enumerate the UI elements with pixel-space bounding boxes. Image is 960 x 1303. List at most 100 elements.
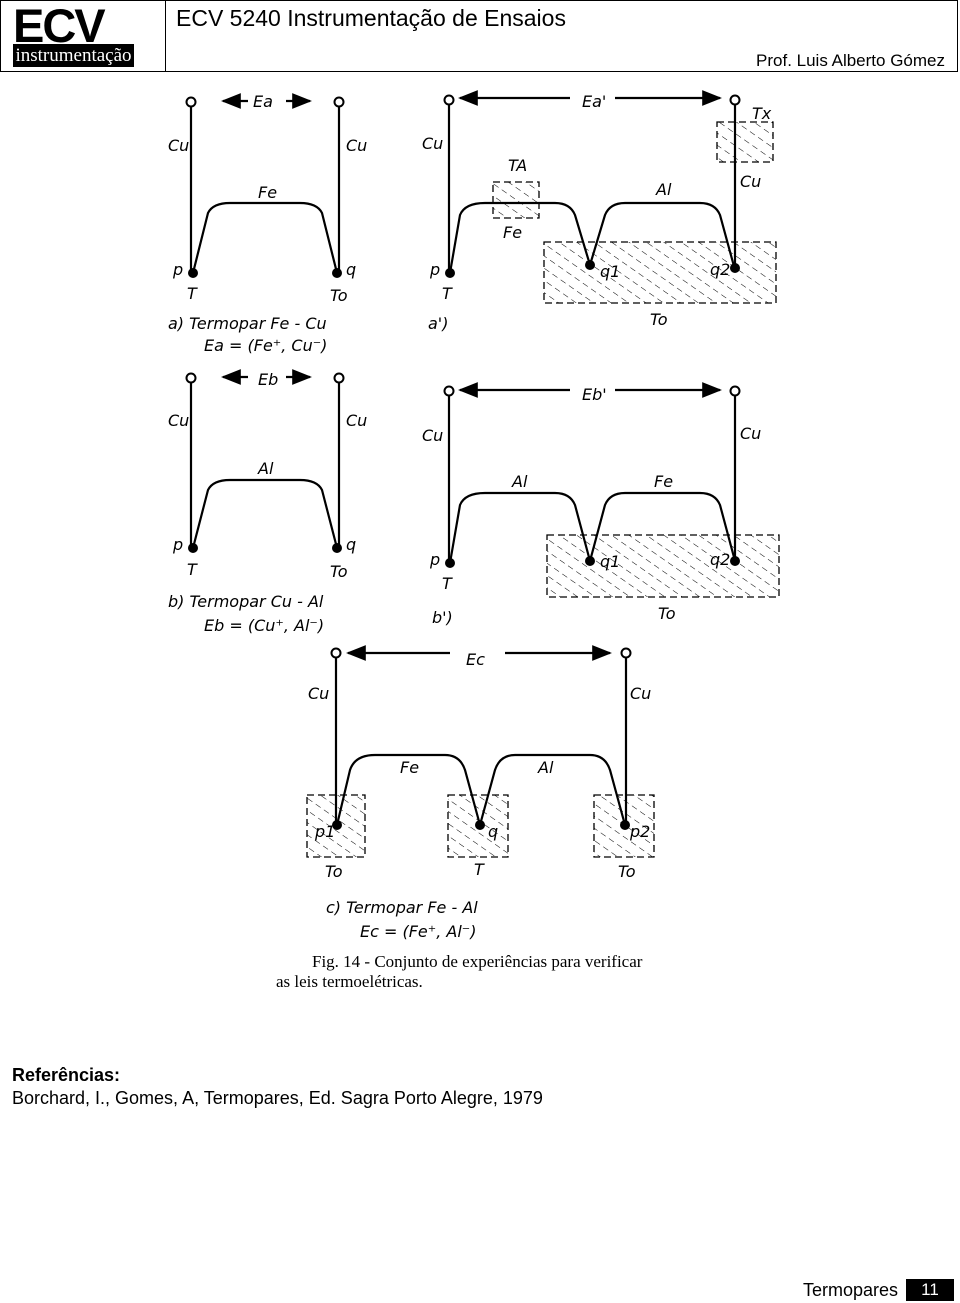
label-a-wire-right: Cu	[346, 136, 367, 155]
bath-box-ta	[492, 181, 540, 219]
author-name: Prof. Luis Alberto Gómez	[756, 51, 945, 70]
label-b-prime-arch2: Fe	[654, 472, 673, 491]
junction-a-prime-p	[445, 268, 455, 278]
label-b-prime-wire-left: Cu	[422, 426, 443, 445]
label-a-prime-emf: Ea'	[582, 92, 606, 111]
label-b-wire-right: Cu	[346, 411, 367, 430]
diagram-b	[189, 369, 341, 550]
bath-box-to-a-prime	[543, 241, 777, 304]
label-a-prime-box-ta: TA	[508, 156, 527, 175]
label-a-prime-q1: q1	[600, 262, 620, 281]
junction-b-p	[188, 543, 198, 553]
figure-caption-line1: Fig. 14 - Conjunto de experiências para …	[312, 952, 643, 971]
label-b-prime-temp-left: T	[442, 574, 453, 593]
references-title: Referências:	[12, 1065, 121, 1085]
label-a-prime-temp-left: T	[442, 284, 453, 303]
label-a-arch: Fe	[258, 183, 277, 202]
junction-a-p	[188, 268, 198, 278]
label-b-prime-arch1: Al	[511, 472, 528, 491]
label-a-prime-bath-temp: To	[650, 310, 668, 329]
label-a-prime-q2: q2	[710, 260, 730, 279]
label-a-temp-right: To	[330, 286, 348, 305]
terminal-c-right	[620, 647, 632, 659]
terminal-a-prime-left	[443, 94, 455, 106]
label-a-wire-left: Cu	[168, 136, 189, 155]
label-c-temp-mid: T	[474, 860, 485, 879]
label-b-prime-emf: Eb'	[582, 385, 607, 404]
junction-b-q	[332, 543, 342, 553]
label-c-p2: p2	[629, 822, 650, 841]
label-c-temp-right: To	[618, 862, 636, 881]
label-b-prime-p: p	[429, 550, 440, 569]
terminal-a-left	[185, 96, 197, 108]
label-a-prime-p: p	[429, 260, 440, 279]
logo-subtext: instrumentação	[13, 44, 134, 67]
label-b-temp-right: To	[330, 562, 348, 581]
caption-b-line2: Eb = (Cu⁺, Al⁻)	[204, 616, 324, 635]
thermocouple-figure: Ea Cu Cu Fe p q T To a) Termopar Fe - Cu…	[168, 90, 780, 991]
label-c-arch2: Al	[537, 758, 554, 777]
label-c-wire-left: Cu	[308, 684, 329, 703]
label-c-emf: Ec	[466, 650, 485, 669]
terminal-a-right	[333, 96, 345, 108]
label-a-prime-box-tx: Tx	[752, 104, 772, 123]
page-header: ECV instrumentação ECV 5240 Instrumentaç…	[0, 0, 958, 72]
caption-a-prime: a')	[428, 314, 448, 333]
bath-box-to-b-prime	[546, 534, 780, 598]
terminal-b-prime-right	[729, 385, 741, 397]
caption-a-line2: Ea = (Fe⁺, Cu⁻)	[204, 336, 327, 355]
label-b-prime-q1: q1	[600, 552, 620, 571]
label-c-p1: p1	[314, 822, 335, 841]
label-b-q: q	[346, 535, 356, 554]
ecv-logo: ECV instrumentação	[1, 1, 166, 71]
label-c-temp-left: To	[325, 862, 343, 881]
terminal-b-left	[185, 372, 197, 384]
junction-c-p1	[332, 820, 342, 830]
caption-b-line1: b) Termopar Cu - Al	[168, 592, 324, 611]
junction-c-p2	[620, 820, 630, 830]
label-c-wire-right: Cu	[630, 684, 651, 703]
caption-a-line1: a) Termopar Fe - Cu	[168, 314, 327, 333]
label-a-temp-left: T	[187, 284, 198, 303]
label-a-prime-arch2: Al	[655, 180, 672, 199]
label-b-arch: Al	[257, 459, 274, 478]
terminal-b-right	[333, 372, 345, 384]
label-a-prime-wire-left: Cu	[422, 134, 443, 153]
label-a-prime-arch1: Fe	[503, 223, 522, 242]
reference-entry: Borchard, I., Gomes, A, Termopares, Ed. …	[12, 1088, 543, 1108]
junction-c-q	[475, 820, 485, 830]
junction-a-prime-q2	[730, 263, 740, 273]
label-b-temp-left: T	[187, 560, 198, 579]
label-a-p: p	[172, 260, 183, 279]
caption-c-line2: Ec = (Fe⁺, Al⁻)	[360, 922, 476, 941]
label-a-emf: Ea	[253, 92, 273, 111]
logo-text: ECV	[13, 0, 106, 52]
course-title: ECV 5240 Instrumentação de Ensaios	[176, 5, 566, 31]
junction-b-prime-p	[445, 558, 455, 568]
page-number: 11	[906, 1279, 954, 1301]
label-b-p: p	[172, 535, 183, 554]
junction-a-prime-q1	[585, 260, 595, 270]
terminal-a-prime-right	[729, 94, 741, 106]
bath-box-tx	[716, 121, 774, 163]
label-b-prime-bath-temp: To	[658, 604, 676, 623]
caption-c-line1: c) Termopar Fe - Al	[326, 898, 478, 917]
page-footer: Termopares 11	[803, 1279, 954, 1301]
label-b-wire-left: Cu	[168, 411, 189, 430]
label-b-prime-q2: q2	[710, 550, 730, 569]
junction-a-q	[332, 268, 342, 278]
terminal-b-prime-left	[443, 385, 455, 397]
caption-b-prime: b')	[432, 608, 453, 627]
label-b-emf: Eb	[258, 370, 278, 389]
footer-label: Termopares	[802, 1279, 898, 1300]
label-a-q: q	[346, 260, 356, 279]
label-c-q: q	[488, 822, 498, 841]
figure-caption-line2: as leis termoelétricas.	[276, 972, 423, 991]
junction-b-prime-q2	[730, 556, 740, 566]
references-section: Referências: Borchard, I., Gomes, A, Ter…	[12, 1064, 543, 1110]
terminal-c-left	[330, 647, 342, 659]
diagram-a	[189, 93, 341, 275]
label-a-prime-wire-right: Cu	[740, 172, 761, 191]
label-c-arch1: Fe	[400, 758, 419, 777]
label-b-prime-wire-right: Cu	[740, 424, 761, 443]
